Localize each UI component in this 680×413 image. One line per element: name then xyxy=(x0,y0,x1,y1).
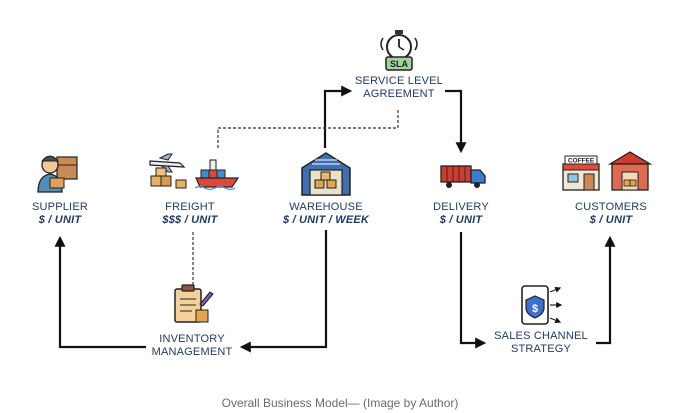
clipboard-icon xyxy=(174,284,214,323)
delivery-label: DELIVERY $ / UNIT xyxy=(416,201,506,227)
warehouse-label: WAREHOUSE $ / UNIT / WEEK xyxy=(271,201,381,227)
sla-label: SERVICE LEVEL AGREEMENT xyxy=(340,75,458,101)
sla-label-line1: SERVICE LEVEL xyxy=(355,75,443,87)
arrow-warehouse-to-inventory xyxy=(239,230,328,353)
connectors xyxy=(54,85,616,353)
truck-icon xyxy=(440,165,486,188)
warehouse-icon xyxy=(301,152,351,196)
sales-label-line2: STRATEGY xyxy=(510,343,572,355)
warehouse-cost: $ / UNIT / WEEK xyxy=(282,214,370,226)
inventory-label-line2: MANAGEMENT xyxy=(151,346,233,358)
dashed-freight-to-sla xyxy=(217,110,399,148)
figure-caption: Overall Business Model— (Image by Author… xyxy=(221,396,459,410)
supplier-name: SUPPLIER xyxy=(31,201,88,213)
sla-label-line2: AGREEMENT xyxy=(363,88,435,100)
delivery-cost: $ / UNIT xyxy=(439,214,483,226)
sales-label-line1: SALES CHANNEL xyxy=(494,330,588,342)
customers-cost: $ / UNIT xyxy=(589,214,633,226)
freight-label: FREIGHT $$$ / UNIT xyxy=(145,201,235,227)
freight-cost: $$$ / UNIT xyxy=(162,214,218,226)
customers-name: CUSTOMERS xyxy=(575,201,647,213)
airplane-ship-icon xyxy=(149,153,240,191)
arrow-delivery-to-sales xyxy=(459,232,487,349)
supplier-worker-icon xyxy=(37,155,78,193)
arrow-sales-to-customers xyxy=(596,235,616,345)
stopwatch-icon: SLA xyxy=(380,30,418,71)
dollar-sign-glyph: $ xyxy=(532,303,538,315)
warehouse-name: WAREHOUSE xyxy=(289,201,363,213)
arrow-sla-to-delivery xyxy=(445,89,467,154)
tablet-dollar-icon: $ xyxy=(521,285,563,325)
sla-badge-text: SLA xyxy=(390,59,409,69)
coffee-shop-sign: COFFEE xyxy=(568,158,595,165)
customers-label: CUSTOMERS $ / UNIT xyxy=(561,201,661,227)
freight-name: FREIGHT xyxy=(165,201,215,213)
sales-label: SALES CHANNEL STRATEGY xyxy=(485,330,597,356)
sla-badge xyxy=(385,56,413,71)
supplier-label: SUPPLIER $ / UNIT xyxy=(15,201,105,227)
supplier-cost: $ / UNIT xyxy=(38,214,82,226)
inventory-label-line1: INVENTORY xyxy=(159,333,225,345)
arrow-warehouse-to-sla xyxy=(323,85,353,148)
stores-icon: COFFEE xyxy=(562,151,653,191)
delivery-name: DELIVERY xyxy=(433,201,489,213)
arrow-inventory-to-supplier xyxy=(54,235,146,349)
inventory-label: INVENTORY MANAGEMENT xyxy=(136,333,248,359)
